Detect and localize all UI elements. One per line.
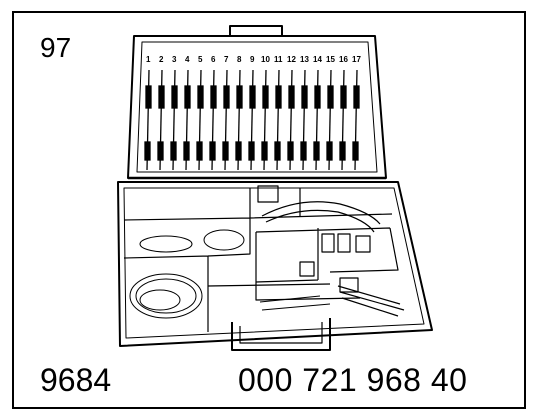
slot-number: 3 [172, 55, 177, 64]
slot-number: 9 [250, 55, 255, 64]
slot-number: 13 [300, 55, 309, 64]
figure-frame [12, 11, 526, 409]
slot-number: 16 [339, 55, 348, 64]
slot-number: 11 [274, 55, 283, 64]
slot-number: 2 [159, 55, 164, 64]
slot-number: 5 [198, 55, 203, 64]
part-code-right: 000 721 968 40 [238, 362, 468, 398]
slot-number: 12 [287, 55, 296, 64]
figure-number: 97 [40, 32, 72, 63]
slot-number: 10 [261, 55, 270, 64]
slot-number: 17 [352, 55, 361, 64]
slot-number: 1 [146, 55, 151, 64]
part-code-left: 9684 [40, 362, 112, 398]
slot-number: 14 [313, 55, 322, 64]
slot-number: 6 [211, 55, 216, 64]
slot-number: 8 [237, 55, 242, 64]
slot-number: 7 [224, 55, 229, 64]
slot-number: 4 [185, 55, 190, 64]
slot-number: 15 [326, 55, 335, 64]
slot-numbers: 1 2 3 4 5 6 7 8 9 10 11 12 13 14 15 16 1… [146, 55, 361, 64]
